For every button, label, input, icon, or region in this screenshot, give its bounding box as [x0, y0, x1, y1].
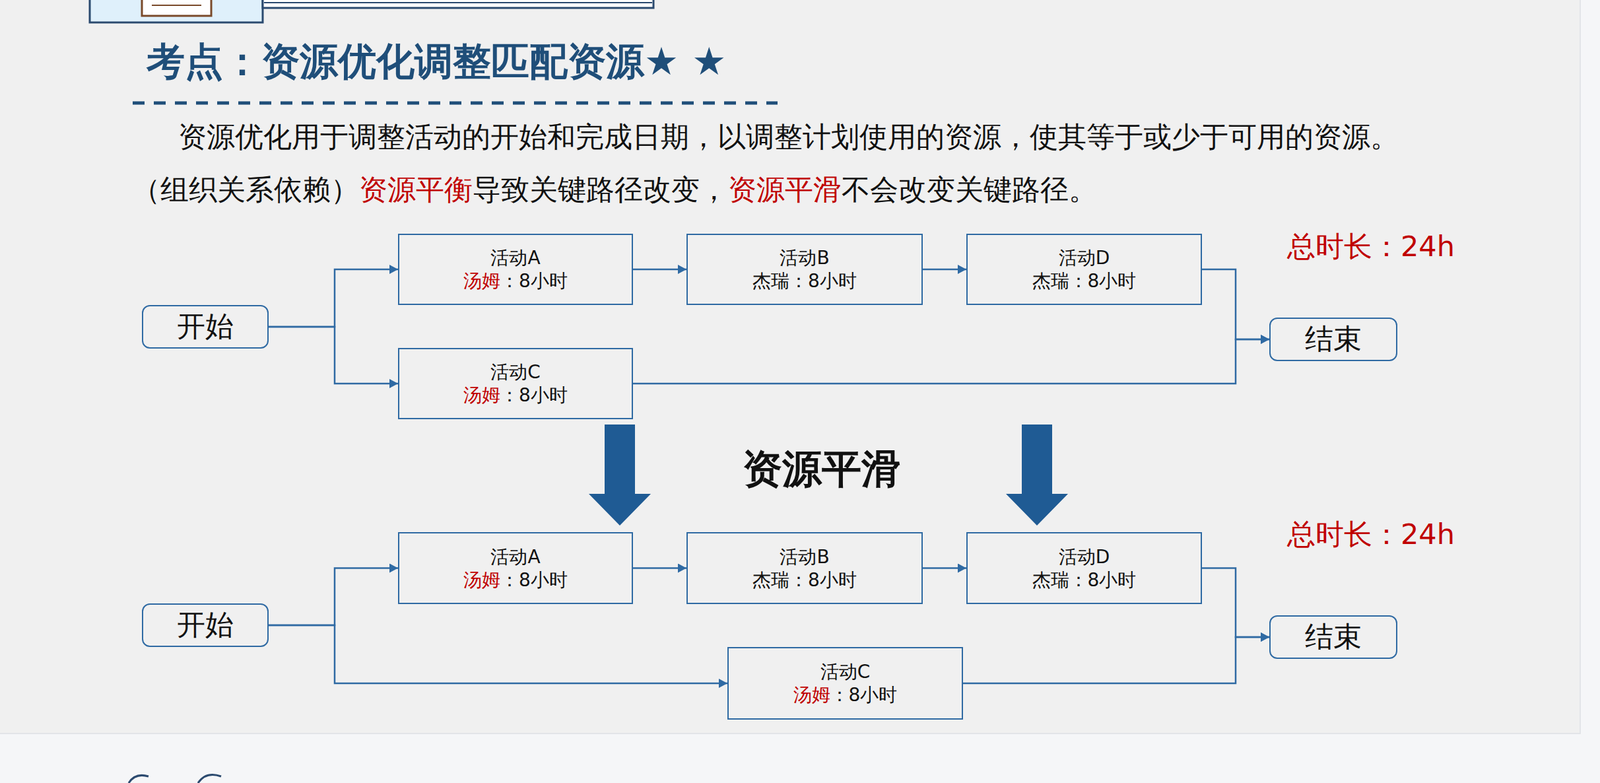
paragraph-text: 不会改变关键路径。 [841, 172, 1098, 206]
highlight-term: 资源平滑 [728, 172, 842, 206]
terminal-text: 结束 [1304, 321, 1362, 358]
flow-connector [268, 568, 399, 626]
book-icon [89, 0, 263, 23]
activity-name: 活动A [490, 545, 540, 569]
activity-box: 活动B杰瑞：8小时 [686, 532, 923, 604]
assignment-line: 杰瑞：8小时 [752, 568, 857, 592]
assignment-line: 汤姆：8小时 [463, 269, 568, 293]
terminal-text: 开始 [176, 607, 234, 643]
flow-connector [268, 269, 399, 327]
banner-frame [262, 0, 654, 8]
assignment-text: 杰瑞：8小时 [1032, 269, 1137, 292]
down-arrow [1005, 424, 1068, 526]
activity-box: 活动A汤姆：8小时 [398, 233, 634, 305]
flow-connector [922, 268, 967, 271]
activity-name: 活动A [490, 246, 540, 270]
flow-connector [963, 636, 1270, 684]
paragraph-text: （组织关系依赖） [132, 172, 360, 206]
activity-box: 活动D杰瑞：8小时 [966, 532, 1202, 604]
terminal-box: 结束 [1269, 615, 1398, 659]
flow-connector [268, 326, 399, 384]
highlight-term: 资源平衡 [359, 172, 473, 206]
activity-box: 活动C汤姆：8小时 [727, 646, 964, 720]
activity-name: 活动D [1058, 545, 1111, 569]
resource-name: 汤姆 [793, 683, 831, 706]
terminal-text: 开始 [176, 308, 234, 345]
title-underline [132, 101, 778, 105]
resource-name: 汤姆 [463, 269, 501, 292]
assignment-line: 汤姆：8小时 [463, 383, 568, 407]
paragraph-line: 资源优化用于调整活动的开始和完成日期，以调整计划使用的资源，使其等于或少于可用的… [178, 118, 1399, 155]
flow-connector [922, 566, 967, 569]
activity-name: 活动B [779, 545, 830, 569]
resource-name: 汤姆 [463, 568, 501, 591]
terminal-box: 开始 [141, 603, 269, 647]
assignment-text: 杰瑞：8小时 [752, 269, 857, 292]
activity-box: 活动B杰瑞：8小时 [686, 233, 923, 305]
paragraph-line: （组织关系依赖）资源平衡导致关键路径改变，资源平滑不会改变关键路径。 [132, 171, 1098, 208]
terminal-box: 结束 [1269, 317, 1398, 362]
flow-connector [633, 566, 687, 569]
assignment-text: ：8小时 [830, 683, 898, 706]
banner-line [264, 1, 653, 4]
activity-name: 活动C [820, 660, 871, 684]
activity-box: 活动A汤姆：8小时 [398, 532, 634, 604]
flow-connector [1201, 568, 1270, 638]
terminal-text: 结束 [1304, 619, 1362, 655]
assignment-line: 汤姆：8小时 [463, 568, 568, 592]
flow-connector [268, 625, 728, 684]
assignment-text: 杰瑞：8小时 [752, 568, 857, 591]
assignment-text: ：8小时 [500, 568, 568, 591]
transform-label: 资源平滑 [742, 444, 901, 493]
paper-icon [141, 0, 212, 16]
assignment-text: 杰瑞：8小时 [1032, 568, 1137, 591]
duration-note: 总时长：24h [1287, 229, 1455, 265]
flow-connector [1201, 269, 1270, 340]
duration-note: 总时长：24h [1287, 517, 1455, 552]
terminal-box: 开始 [141, 304, 269, 349]
assignment-line: 杰瑞：8小时 [1032, 269, 1137, 293]
assignment-text: ：8小时 [500, 269, 568, 292]
assignment-line: 杰瑞：8小时 [752, 269, 857, 293]
activity-box: 活动D杰瑞：8小时 [966, 233, 1202, 305]
paragraph-text: 导致关键路径改变， [472, 172, 729, 206]
paragraph-text: 资源优化用于调整活动的开始和完成日期，以调整计划使用的资源，使其等于或少于可用的… [178, 120, 1399, 154]
assignment-text: ：8小时 [500, 384, 568, 406]
paper-line [151, 4, 202, 6]
bottom-ornament [128, 774, 222, 783]
activity-name: 活动D [1058, 246, 1111, 270]
flow-connector [633, 268, 687, 271]
assignment-line: 杰瑞：8小时 [1032, 568, 1137, 592]
resource-name: 汤姆 [463, 384, 501, 406]
flow-connector [633, 339, 1270, 384]
activity-name: 活动C [490, 360, 541, 384]
title: 考点：资源优化调整匹配资源★ ★ [146, 38, 727, 85]
assignment-line: 汤姆：8小时 [793, 683, 898, 707]
down-arrow [588, 424, 651, 526]
activity-box: 活动C汤姆：8小时 [398, 347, 634, 420]
activity-name: 活动B [779, 246, 830, 270]
